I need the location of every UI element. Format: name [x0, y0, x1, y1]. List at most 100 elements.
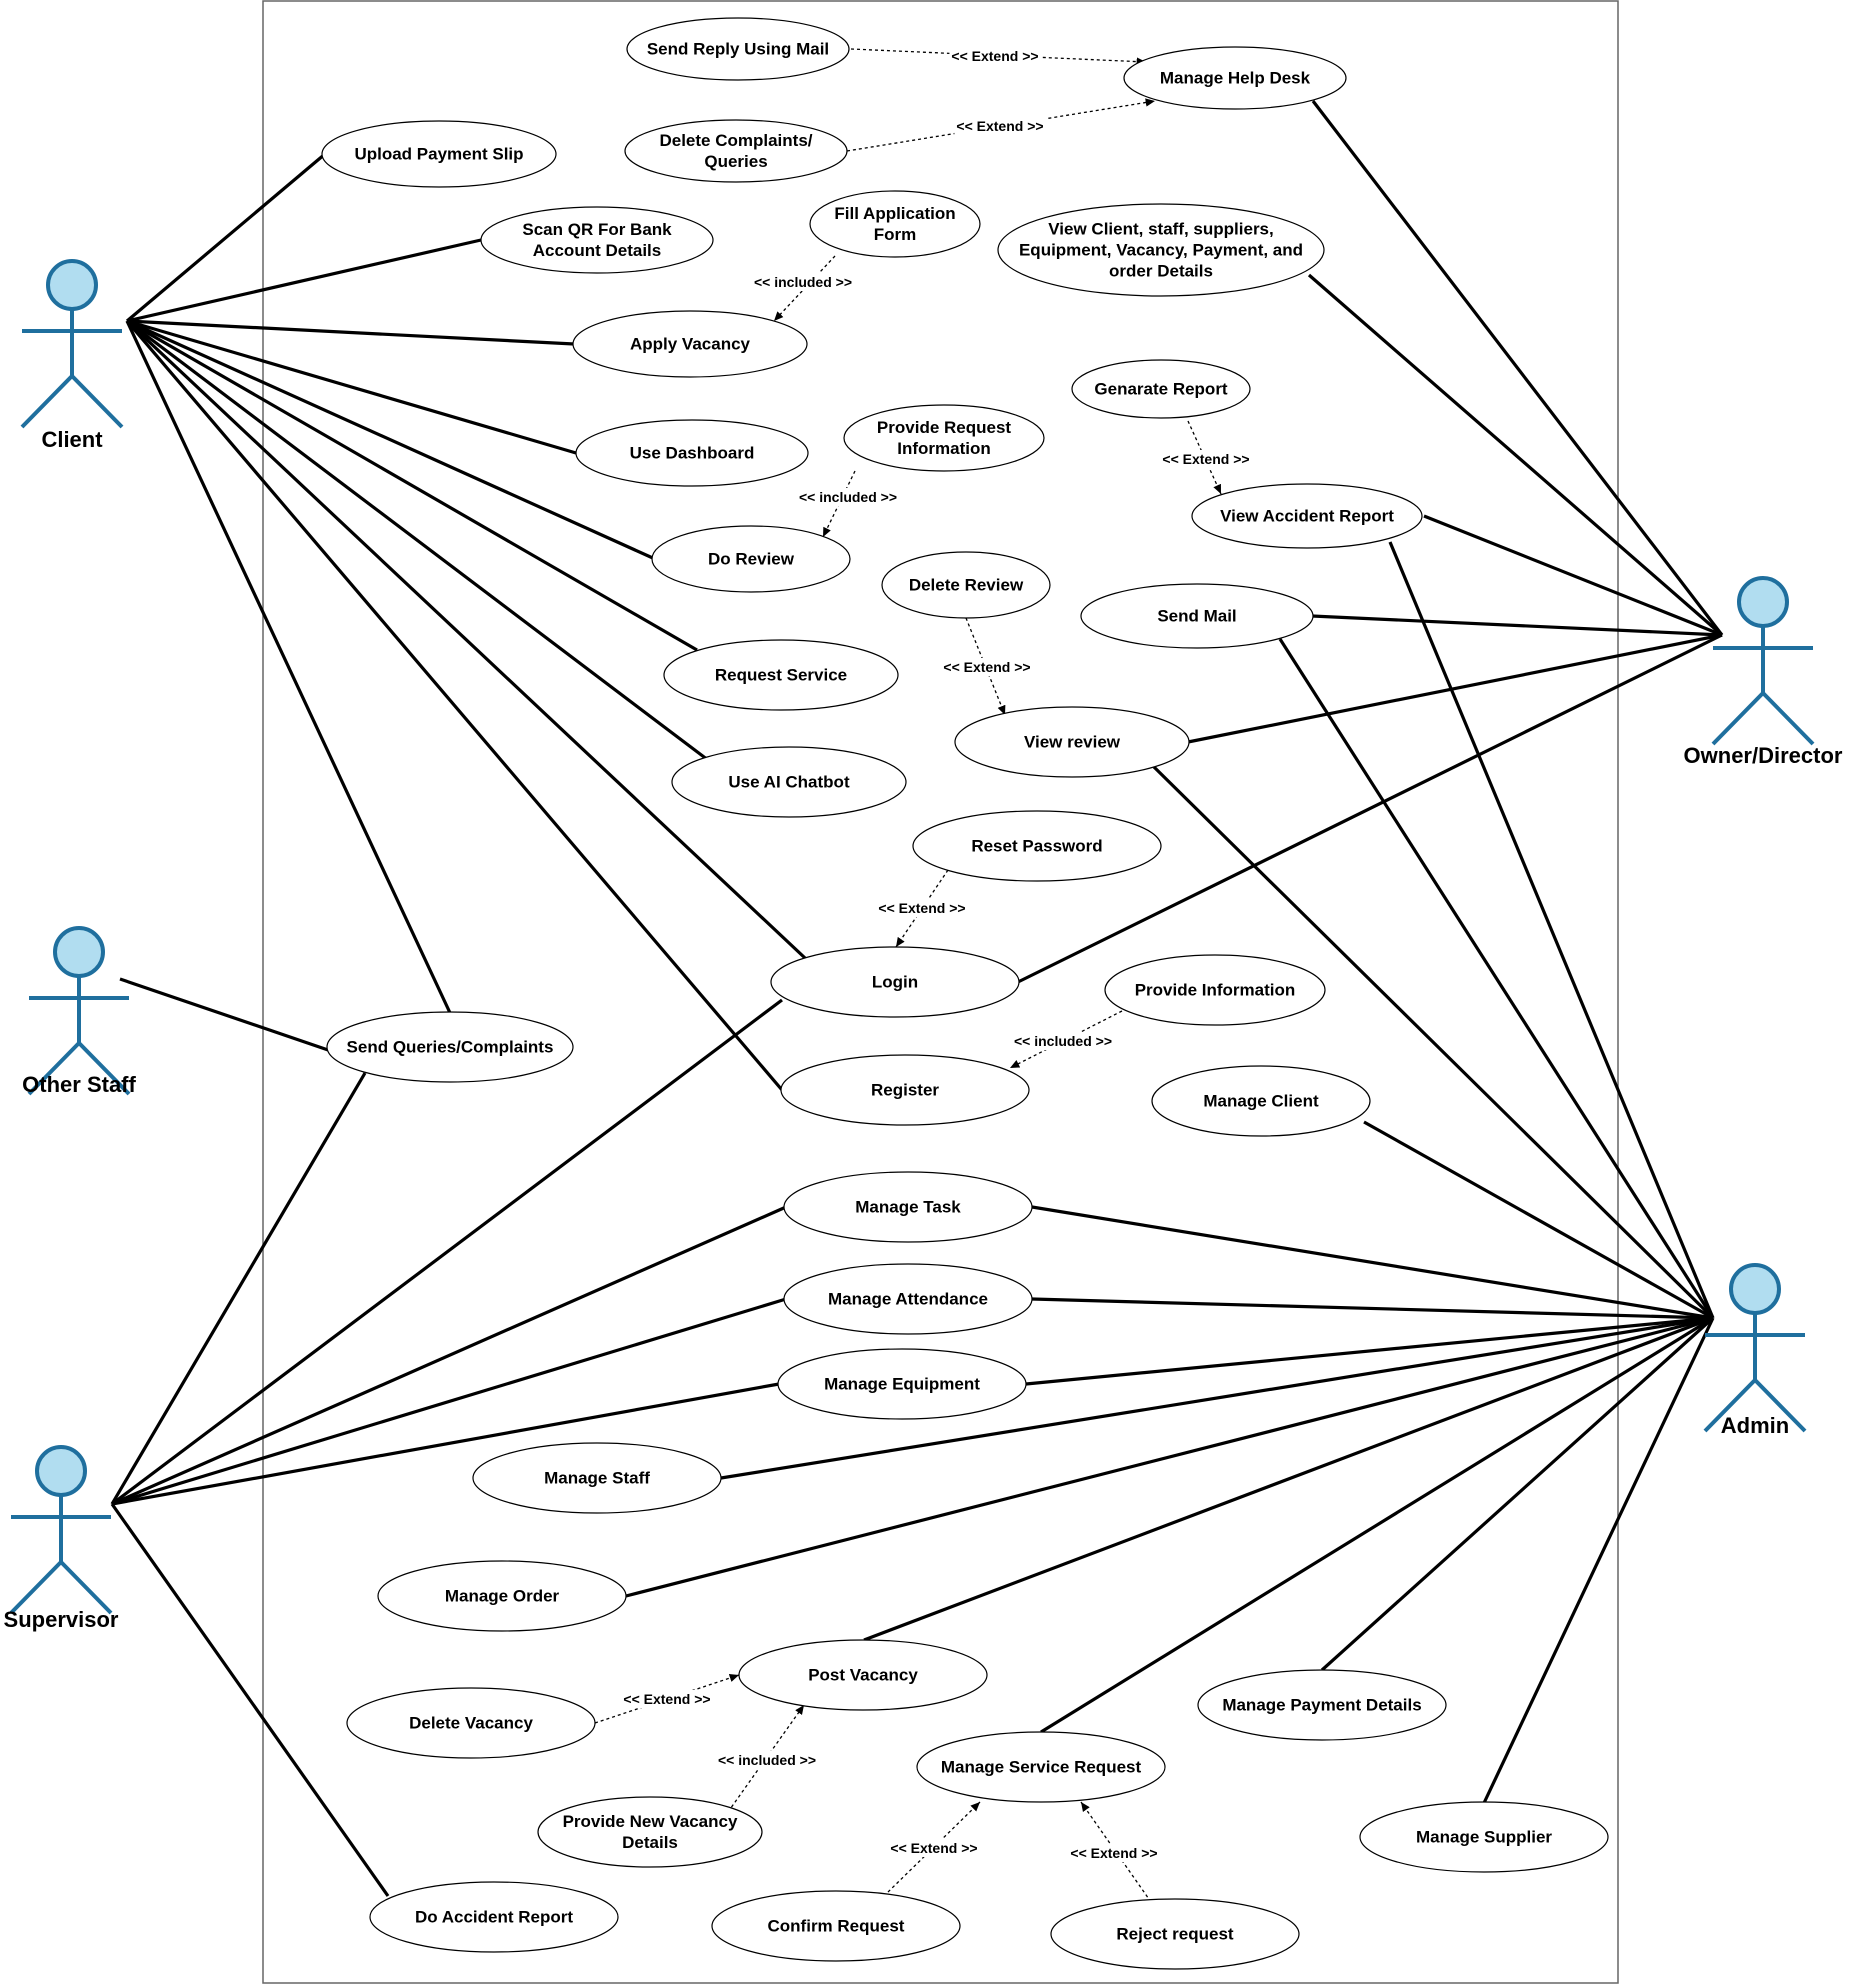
label-background [715, 1751, 819, 1769]
use-case-manage-service-req: Manage Service Request [916, 1731, 1166, 1803]
use-case-label: Manage Help Desk [1160, 69, 1311, 88]
use-case-post-vacancy: Post Vacancy [738, 1639, 988, 1711]
use-case-use-dashboard: Use Dashboard [575, 419, 809, 487]
use-case-ellipse [624, 119, 848, 183]
use-case-confirm-request: Confirm Request [711, 1890, 961, 1962]
label-background [888, 1839, 980, 1857]
use-case-manage-supplier: Manage Supplier [1359, 1801, 1609, 1873]
association-line [111, 1297, 787, 1506]
use-case-ellipse [916, 1731, 1166, 1803]
association-line [863, 1316, 1714, 1642]
relationship-label: << included >> [754, 274, 852, 290]
relationship-gen-report: << Extend >> [1160, 420, 1252, 495]
dependency-relationships: << Extend >><< Extend >><< included >><<… [594, 47, 1252, 1903]
use-case-ellipse [472, 1442, 722, 1514]
actor-label: Admin [1721, 1413, 1789, 1438]
association-line [111, 1382, 780, 1506]
association-line [1311, 100, 1724, 636]
association-line [1152, 765, 1715, 1320]
use-case-ellipse [1123, 46, 1347, 110]
use-case-label: Manage Task [855, 1198, 961, 1217]
use-case-label: Send Queries/Complaints [347, 1038, 554, 1057]
association-line [125, 319, 784, 1092]
use-case-apply-vacancy: Apply Vacancy [572, 310, 808, 378]
use-case-label: Manage Equipment [824, 1375, 980, 1394]
use-case-label: Use AI Chatbot [728, 773, 850, 792]
relationship-delete-vacancy: << Extend >> [594, 1674, 740, 1724]
use-case-view-details: View Client, staff, suppliers,Equipment,… [997, 203, 1325, 297]
use-case-ellipse [783, 1263, 1033, 1335]
dependency-arrow [594, 1674, 740, 1724]
use-case-manage-equipment: Manage Equipment [777, 1348, 1027, 1420]
use-case-ellipse [954, 706, 1190, 778]
use-case-label: Reset Password [971, 837, 1102, 856]
actor-label: Other Staff [22, 1072, 136, 1097]
use-case-label: Manage Staff [544, 1469, 650, 1488]
use-case-label: Queries [704, 152, 767, 171]
association-line [1031, 1205, 1714, 1320]
association-line [1017, 633, 1723, 984]
use-case-label: Delete Vacancy [409, 1714, 533, 1733]
association-line [110, 1072, 367, 1505]
use-case-label: Manage Client [1203, 1092, 1319, 1111]
association-line [126, 319, 656, 561]
stick-figure-icon [1703, 1263, 1807, 1433]
use-case-view-accident: View Accident Report [1191, 483, 1423, 549]
use-case-send-queries: Send Queries/Complaints [326, 1011, 574, 1083]
relationship-provide-req-info: << included >> [796, 470, 900, 538]
association-line [126, 319, 575, 346]
use-case-label: Request Service [715, 666, 847, 685]
label-background [621, 1690, 713, 1708]
use-case-ellipse [881, 551, 1051, 619]
use-case-ellipse [843, 404, 1045, 472]
use-case-label: Use Dashboard [630, 444, 755, 463]
use-case-label: Genarate Report [1094, 380, 1228, 399]
use-case-label: Post Vacancy [808, 1666, 918, 1685]
use-case-label: Provide Information [1135, 981, 1296, 1000]
use-case-label: Send Mail [1157, 607, 1236, 626]
use-case-manage-attendance: Manage Attendance [783, 1263, 1033, 1335]
association-line [126, 319, 577, 455]
relationship-new-vacancy-details: << included >> [715, 1704, 819, 1813]
relationship-label: << included >> [1014, 1033, 1112, 1049]
use-case-ellipse [711, 1890, 961, 1962]
use-case-label: Account Details [533, 241, 661, 260]
use-case-send-reply: Send Reply Using Mail [626, 17, 850, 81]
association-line [1482, 1317, 1715, 1804]
use-case-ellipse [809, 190, 981, 258]
stick-figure-icon [27, 926, 131, 1096]
relationship-delete-review: << Extend >> [941, 617, 1033, 716]
use-case-label: Apply Vacancy [630, 335, 751, 354]
use-case-label: View Accident Report [1220, 507, 1394, 526]
use-case-register: Register [780, 1054, 1030, 1126]
relationship-label: << included >> [799, 489, 897, 505]
use-case-view-review: View review [954, 706, 1190, 778]
use-case-ellipse [651, 525, 851, 593]
use-case-ellipse [572, 310, 808, 378]
use-case-label: Upload Payment Slip [354, 145, 523, 164]
association-line [1031, 1297, 1714, 1320]
use-case-label: Manage Supplier [1416, 1828, 1552, 1847]
use-case-label: Provide New Vacancy [563, 1812, 738, 1831]
use-case-label: Send Reply Using Mail [647, 40, 829, 59]
use-case-label: Delete Review [909, 576, 1024, 595]
dependency-arrow [850, 48, 1147, 66]
use-case-label: Reject request [1116, 1925, 1233, 1944]
actor-admin: Admin [1703, 1263, 1807, 1438]
stick-figure-icon [1711, 576, 1815, 746]
use-case-ellipse [997, 203, 1325, 297]
use-case-ellipse [663, 639, 899, 711]
label-background [751, 273, 855, 291]
use-case-label: Provide Request [877, 418, 1011, 437]
use-case-ellipse [377, 1560, 627, 1632]
relationship-confirm-request: << Extend >> [887, 1801, 981, 1893]
use-case-manage-order: Manage Order [377, 1560, 627, 1632]
use-case-provide-info: Provide Information [1104, 954, 1326, 1026]
use-case-label: Delete Complaints/ [659, 131, 812, 150]
actor-owner: Owner/Director [1684, 576, 1843, 768]
use-case-ellipse [1050, 1898, 1300, 1970]
